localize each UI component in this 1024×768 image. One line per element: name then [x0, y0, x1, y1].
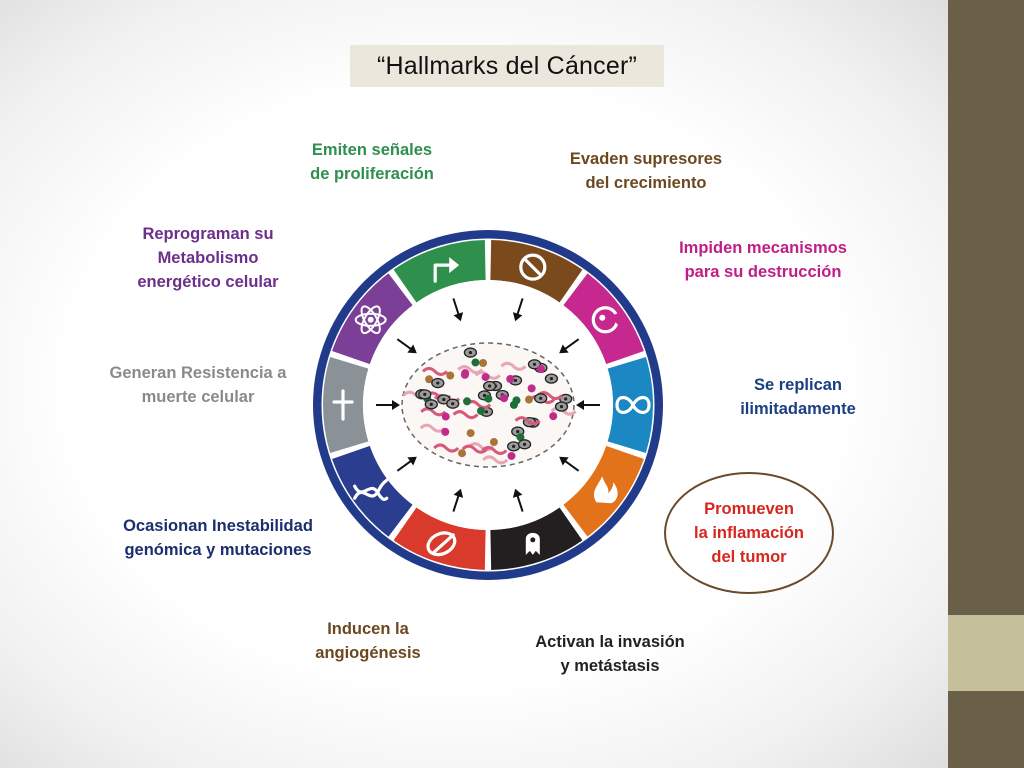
- hallmark-segment: [393, 507, 486, 570]
- immune-cell: [471, 358, 480, 367]
- immune-cell: [476, 406, 485, 415]
- cross-icon: [332, 389, 354, 421]
- immune-cell: [512, 396, 521, 405]
- hallmarks-wheel: [313, 230, 663, 580]
- label-resisting-cell-death: Generan Resistencia a muerte celular: [109, 364, 287, 406]
- label-growth-suppressors: Evaden supresores del crecimiento: [569, 150, 723, 192]
- immune-cell: [500, 394, 509, 403]
- label-genome-instability: Ocasionan Inestabilidad genómica y mutac…: [123, 517, 313, 559]
- immune-cell: [507, 451, 516, 460]
- arrow-head: [453, 312, 464, 322]
- label-proliferation: Emiten señales de proliferación: [310, 141, 434, 183]
- label-immune-destruction: Impiden mecanismos para su destrucción: [679, 239, 847, 281]
- immune-cell: [516, 433, 525, 442]
- immune-cell: [441, 412, 450, 421]
- stromal-fiber: [482, 455, 509, 465]
- immune-cell: [481, 373, 490, 382]
- highlight-ellipse: [664, 472, 834, 594]
- immune-cell: [479, 359, 488, 368]
- stromal-fiber: [536, 391, 563, 401]
- arrow-head: [512, 312, 523, 322]
- hallmark-segment: [323, 357, 369, 453]
- stromal-fiber: [514, 416, 541, 426]
- stromal-fiber: [433, 443, 460, 453]
- inward-arrow: [396, 458, 414, 472]
- immune-cell: [484, 394, 493, 403]
- turn-arrow-icon: [433, 257, 460, 283]
- immune-cell: [425, 375, 434, 384]
- atom-icon: [354, 305, 387, 335]
- side-decor-block: [948, 615, 1024, 691]
- inward-arrow: [562, 458, 580, 472]
- immune-cell: [463, 397, 472, 406]
- metastasis-cell-icon: [525, 532, 540, 555]
- arrow-head: [407, 344, 417, 354]
- hallmark-segment: [607, 357, 653, 453]
- arrow-head: [407, 456, 417, 466]
- immune-cell-icon: [591, 306, 622, 334]
- inward-arrow: [515, 493, 524, 512]
- arrow-head: [512, 488, 523, 498]
- arrow-head: [559, 456, 569, 466]
- tumor-illustration: [401, 342, 577, 468]
- arrow-head: [576, 400, 584, 410]
- arrow-head: [559, 344, 569, 354]
- immune-cell: [446, 371, 455, 380]
- inward-arrow: [562, 338, 580, 352]
- immune-cell: [466, 429, 475, 438]
- blood-vessel-icon: [426, 531, 457, 557]
- dna-helix-icon: [353, 478, 389, 502]
- immune-cell: [525, 395, 534, 404]
- inward-arrow: [452, 493, 461, 512]
- stromal-fiber: [421, 366, 449, 376]
- label-angiogenesis: Inducen la angiogénesis: [315, 620, 421, 662]
- immune-cell: [506, 375, 515, 384]
- immune-cell: [458, 449, 467, 458]
- fire-icon: [593, 476, 618, 504]
- immune-cell: [549, 412, 558, 421]
- inward-arrow: [452, 298, 461, 317]
- arrow-head: [453, 488, 464, 498]
- immune-cell: [527, 384, 536, 393]
- stromal-fiber: [419, 423, 446, 433]
- stromal-fiber: [452, 410, 479, 420]
- inward-arrow: [515, 298, 524, 317]
- immune-cell: [460, 370, 469, 379]
- immune-cell: [489, 438, 498, 447]
- label-invasion-metastasis: Activan la invasión y metástasis: [535, 633, 685, 675]
- inward-arrow: [396, 338, 414, 352]
- slide-title: “Hallmarks del Cáncer”: [350, 45, 664, 87]
- stromal-fiber: [457, 365, 484, 375]
- label-energetics: Reprograman su Metabolismo energético ce…: [137, 225, 279, 291]
- prohibition-icon: [519, 253, 547, 281]
- immune-cell: [441, 427, 450, 436]
- label-replicative-immortality: Se replican ilimitadamente: [740, 376, 856, 418]
- infinity-icon: [615, 395, 651, 415]
- stromal-fiber: [461, 444, 488, 454]
- stromal-fiber: [481, 445, 508, 455]
- stromal-fiber: [420, 407, 447, 417]
- stromal-fiber: [500, 361, 527, 371]
- hallmark-segment: [393, 240, 486, 303]
- hallmark-segment: [332, 445, 413, 537]
- immune-cell: [536, 364, 545, 373]
- arrow-head: [392, 400, 400, 410]
